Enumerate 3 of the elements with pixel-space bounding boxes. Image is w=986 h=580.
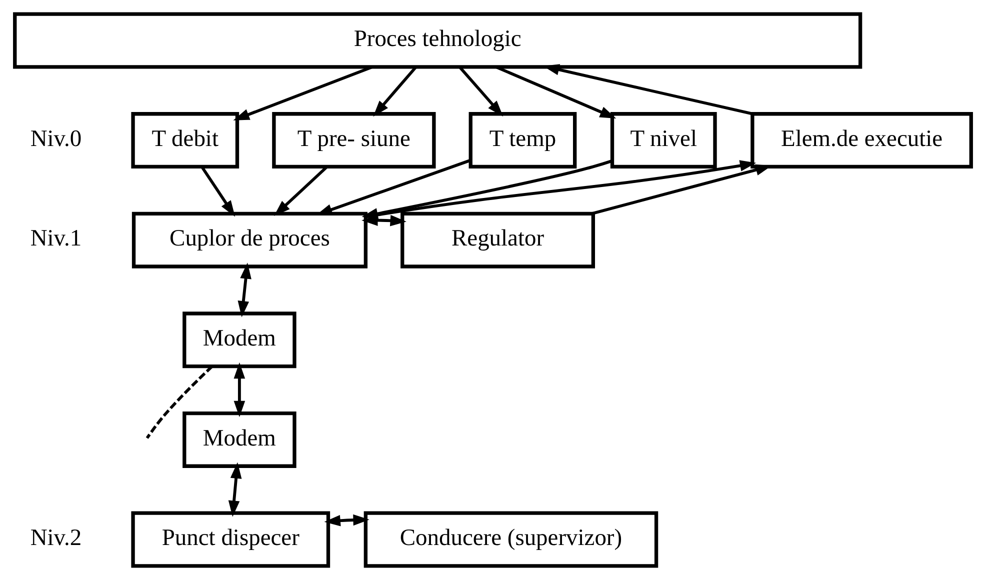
label: Niv.1 — [30, 226, 82, 252]
label: Niv.0 — [30, 126, 82, 152]
label: Niv.2 — [30, 525, 82, 552]
